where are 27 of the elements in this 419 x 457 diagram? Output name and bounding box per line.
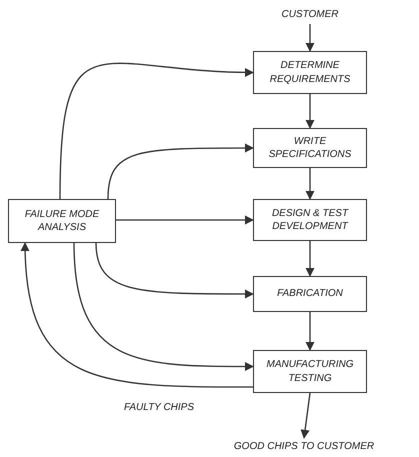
box-label: WRITE SPECIFICATIONS [268, 134, 352, 162]
box-label: DESIGN & TEST DEVELOPMENT [270, 206, 350, 234]
arrow [305, 24, 315, 52]
arrow [95, 242, 254, 299]
box-label: FABRICATION [277, 287, 343, 301]
process-box [253, 51, 367, 94]
arrow [59, 62, 254, 200]
arrow [20, 242, 253, 388]
arrow [305, 94, 315, 129]
process-box [253, 276, 367, 312]
arrow [300, 392, 311, 439]
process-box [8, 199, 116, 243]
arrow [73, 242, 254, 372]
arrow [305, 241, 315, 277]
box-label: FAILURE MODE ANALYSIS [24, 208, 100, 234]
edge-label: FAULTY CHIPS [122, 402, 196, 413]
process-box [253, 199, 367, 241]
process-box [253, 350, 367, 393]
flow-label: GOOD CHIPS TO CUSTOMER [234, 440, 374, 454]
arrow [305, 312, 315, 351]
box-label: MANUFACTURING TESTING [265, 358, 355, 385]
arrow [116, 215, 254, 225]
process-box [253, 128, 367, 168]
arrow [305, 168, 315, 200]
flow-label: CUSTOMER [281, 8, 339, 22]
arrow [107, 143, 254, 200]
box-label: DETERMINE REQUIREMENTS [268, 59, 352, 86]
